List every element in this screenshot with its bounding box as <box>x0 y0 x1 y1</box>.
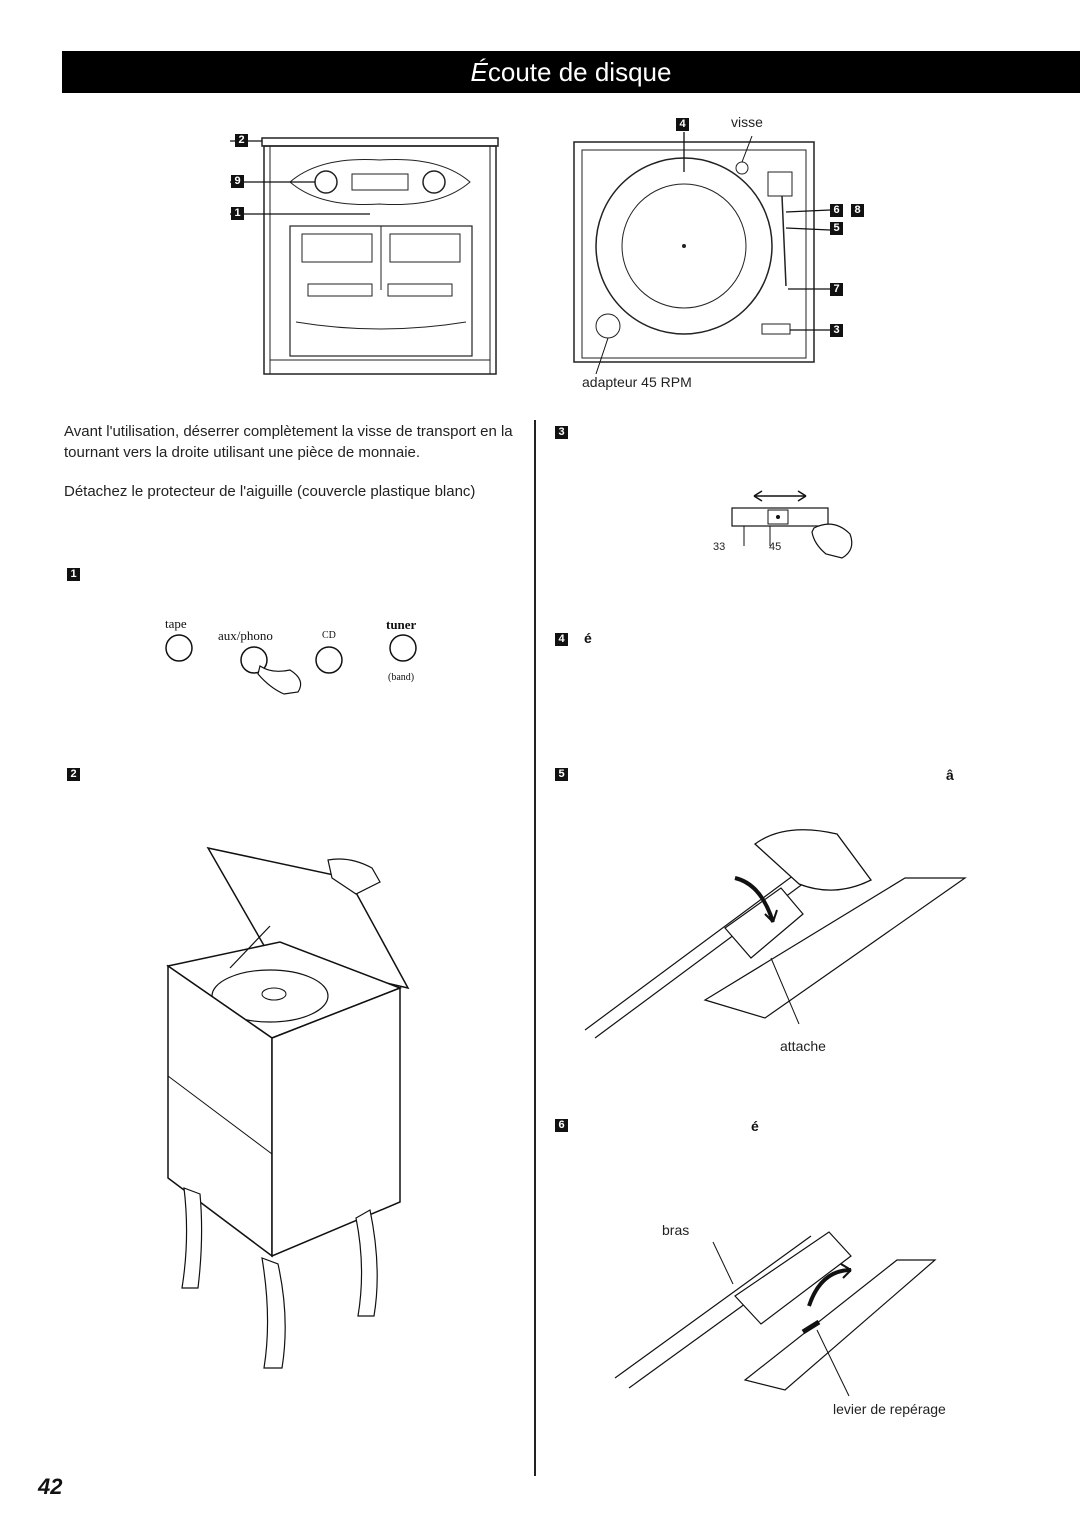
step-6-glyph: é <box>751 1118 759 1134</box>
page-number: 42 <box>38 1474 63 1499</box>
button-label-tuner: tuner <box>386 617 417 632</box>
step-6-number: 6 <box>555 1119 568 1132</box>
button-label-tape: tape <box>165 616 187 631</box>
button-label-band: (band) <box>388 672 415 683</box>
step-4-glyph: é <box>584 630 592 646</box>
source-buttons-illustration <box>165 634 417 695</box>
callout-9: 9 <box>231 175 244 188</box>
column-divider <box>534 420 536 1476</box>
label-cue-lever: levier de repérage <box>833 1401 946 1417</box>
callout-1: 1 <box>231 207 244 220</box>
cue-lever-illustration <box>614 1231 937 1397</box>
speed-label-33: 33 <box>713 541 726 553</box>
callout-5: 5 <box>830 222 843 235</box>
stereo-front-illustration <box>230 137 499 375</box>
callout-6: 6 <box>830 204 843 217</box>
label-screw: visse <box>731 114 763 130</box>
step-5-number: 5 <box>555 768 568 781</box>
step-4-number: 4 <box>555 633 568 646</box>
button-label-cd: CD <box>322 630 336 641</box>
callout-8: 8 <box>851 204 864 217</box>
speed-label-45: 45 <box>769 541 782 553</box>
callout-3: 3 <box>830 324 843 337</box>
paragraph-transport-screw: Avant l'utilisation, déserrer complèteme… <box>64 423 513 461</box>
step-2-number: 2 <box>67 768 80 781</box>
callout-4: 4 <box>676 118 689 131</box>
label-arm: bras <box>662 1222 690 1238</box>
callout-7: 7 <box>830 283 843 296</box>
turntable-top-illustration <box>573 132 831 375</box>
label-clip: attache <box>780 1038 826 1054</box>
callout-2: 2 <box>235 134 248 147</box>
cabinet-open-lid-illustration <box>166 846 410 1369</box>
paragraph-needle-protector: Détachez le protecteur de l'aiguille (co… <box>64 483 476 500</box>
label-adapter: adapteur 45 RPM <box>582 374 692 390</box>
page-title: Écoute de disque <box>62 51 1080 93</box>
step-3-number: 3 <box>555 426 568 439</box>
button-label-aux: aux/phono <box>218 628 273 643</box>
step-1-number: 1 <box>67 568 80 581</box>
speed-switch-illustration <box>731 490 853 559</box>
tonearm-clip-illustration <box>584 829 967 1039</box>
step-5-glyph: â <box>946 767 954 783</box>
